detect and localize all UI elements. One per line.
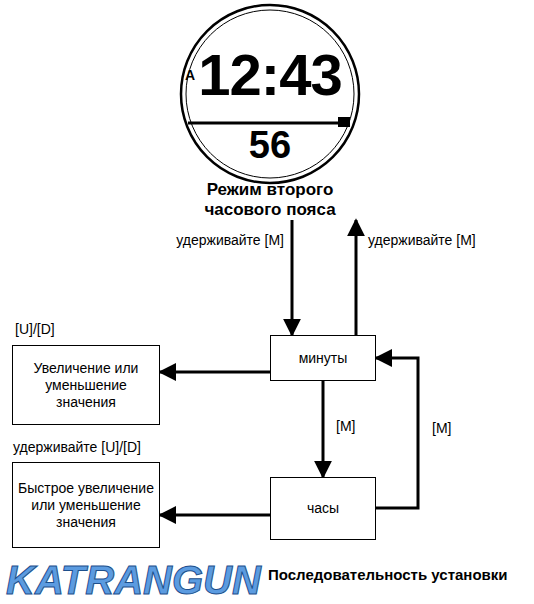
process-box: минуты (270, 335, 376, 381)
box-text: минуты (271, 344, 375, 373)
mode-title: Режим второго часового пояса (190, 180, 350, 220)
flow-arrow (291, 220, 294, 335)
button-heading: [U]/[D] (15, 321, 55, 338)
process-box: удерживайте [U]/[D]Быстрое увеличение ил… (12, 462, 160, 548)
watch-seconds: 56 (170, 126, 370, 164)
watermark: KATRANGUN (6, 558, 261, 603)
flow-arrow (322, 381, 325, 477)
box-text: часы (271, 494, 375, 523)
watch-time: 12:43 (170, 46, 370, 104)
sequence-caption: Последовательность установки (268, 566, 508, 583)
button-heading: удерживайте [U]/[D] (13, 439, 141, 456)
flow-arrow (160, 514, 270, 517)
mode-indicator: A (180, 68, 200, 82)
edge-label: удерживайте [M] (174, 232, 286, 249)
flow-arrow (160, 371, 270, 374)
flow-arrow (376, 358, 418, 508)
edge-label: удерживайте [M] (366, 232, 478, 249)
box-text: Увеличение или уменьшение значения (13, 354, 159, 417)
box-text: Быстрое увеличение или уменьшение значен… (13, 474, 159, 537)
process-box: часы (270, 477, 376, 540)
watch-face: A12:43 56Режим второго часового пояса (150, 2, 390, 220)
process-box: [U]/[D]Увеличение или уменьшение значени… (12, 345, 160, 425)
edge-label: [M] (430, 420, 453, 437)
flow-arrow (355, 220, 358, 335)
edge-label: [M] (334, 418, 357, 435)
